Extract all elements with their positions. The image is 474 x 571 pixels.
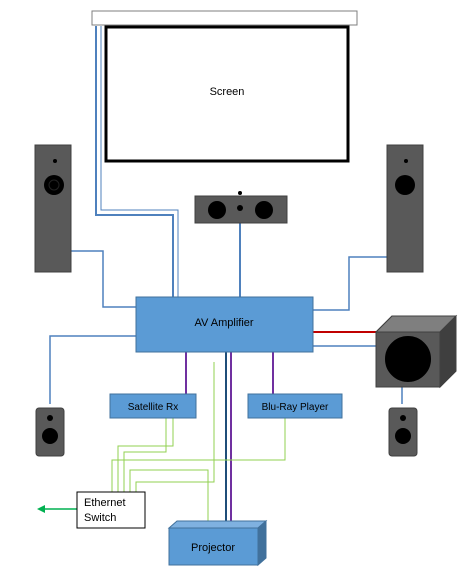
- ethernet-switch-label-line2: Switch: [84, 512, 116, 524]
- satellite-rx-label: Satellite Rx: [128, 402, 179, 413]
- av-amplifier: AV Amplifier: [135, 296, 314, 353]
- front-left-speaker: [34, 144, 72, 273]
- center-speaker: [194, 191, 288, 224]
- wires: [37, 26, 403, 528]
- woofer-icon: [395, 428, 411, 444]
- screen-wire-left: [95, 26, 174, 297]
- satellite-rx: Satellite Rx: [109, 393, 197, 419]
- woofer-icon: [395, 175, 415, 195]
- tweeter-icon: [47, 415, 53, 421]
- projector-network-wire: [135, 362, 215, 492]
- satellite-network-wire-2: [123, 418, 167, 492]
- subwoofer: [374, 314, 458, 389]
- front-left-speaker-wire: [71, 250, 136, 308]
- screen-wire-right: [100, 26, 179, 297]
- tweeter-icon: [53, 159, 57, 163]
- woofer-icon: [42, 428, 58, 444]
- rear-left-speaker-wire: [49, 335, 136, 404]
- screen-label: Screen: [210, 86, 245, 98]
- bluray-player-label: Blu-Ray Player: [262, 402, 329, 413]
- projector-label: Projector: [191, 542, 235, 554]
- front-right-speaker-wire: [313, 256, 387, 311]
- rear-left-speaker: [35, 407, 65, 457]
- projector-network-wire-2: [129, 469, 209, 528]
- tweeter-icon: [237, 205, 243, 211]
- front-right-speaker: [386, 144, 424, 273]
- projection-screen: Screen: [91, 10, 358, 163]
- av-amplifier-label: AV Amplifier: [194, 317, 253, 329]
- bluray-player: Blu-Ray Player: [247, 393, 343, 419]
- tweeter-icon: [404, 159, 408, 163]
- projector: Projector: [167, 519, 268, 567]
- screen-frame: [104, 25, 350, 163]
- rear-right-speaker: [388, 407, 418, 457]
- screen-housing: [91, 10, 358, 26]
- ethernet-switch-label-line1: Ethernet: [84, 497, 126, 509]
- ethernet-out-arrowhead: [37, 505, 45, 513]
- satellite-network-wire: [117, 418, 174, 492]
- woofer-icon: [255, 201, 273, 219]
- tweeter-icon: [400, 415, 406, 421]
- ethernet-switch: Ethernet Switch: [76, 491, 146, 529]
- bluray-network-wire: [111, 418, 286, 492]
- subwoofer-driver-icon: [383, 334, 433, 384]
- woofer-icon: [208, 201, 226, 219]
